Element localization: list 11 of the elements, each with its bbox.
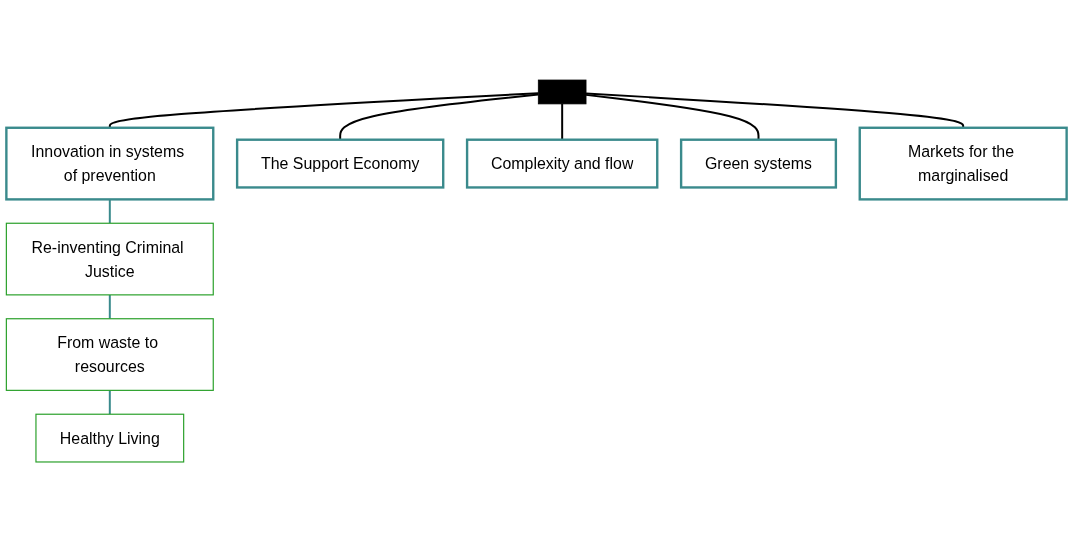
node-box: Complexity and flow bbox=[465, 138, 659, 189]
node-box: Re-inventing Criminal Justice bbox=[5, 222, 214, 296]
node-bar bbox=[537, 79, 587, 105]
connector bbox=[108, 293, 111, 320]
node-box: Innovation in systems of prevention bbox=[5, 126, 215, 201]
node-box: The Support Economy bbox=[235, 138, 445, 189]
node-box: From waste to resources bbox=[5, 318, 214, 391]
node-box: Healthy Living bbox=[35, 413, 185, 463]
node-box: Green systems bbox=[679, 138, 838, 189]
node-box: Markets for the marginalised bbox=[858, 126, 1068, 201]
connector bbox=[108, 389, 111, 416]
